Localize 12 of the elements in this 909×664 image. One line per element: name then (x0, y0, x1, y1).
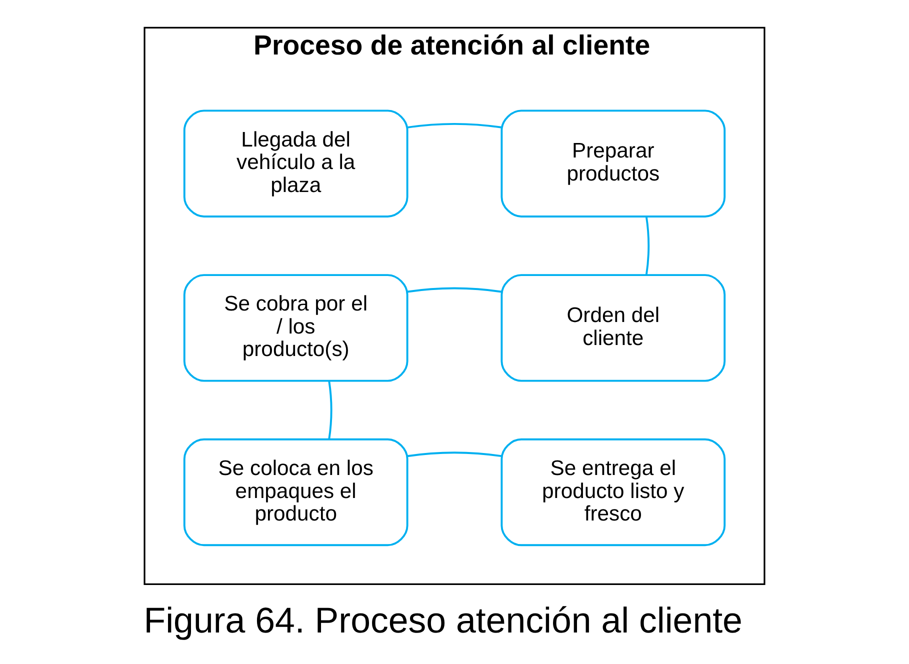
node-box: Orden del cliente (500, 274, 726, 382)
node-box: Preparar productos (500, 110, 726, 218)
node-box: Se coloca en los empaques el producto (183, 438, 408, 546)
node-box: Se cobra por el / los producto(s) (183, 274, 408, 382)
caption: Figura 64. Proceso atención al cliente (144, 600, 742, 640)
connector (645, 216, 650, 275)
connector (407, 452, 502, 458)
connector (328, 380, 332, 440)
connector (407, 287, 502, 293)
node-box: Se entrega el producto listo y fresco (500, 438, 726, 546)
node-box: Llegada del vehículo a la plaza (183, 110, 408, 218)
connector (407, 122, 502, 128)
